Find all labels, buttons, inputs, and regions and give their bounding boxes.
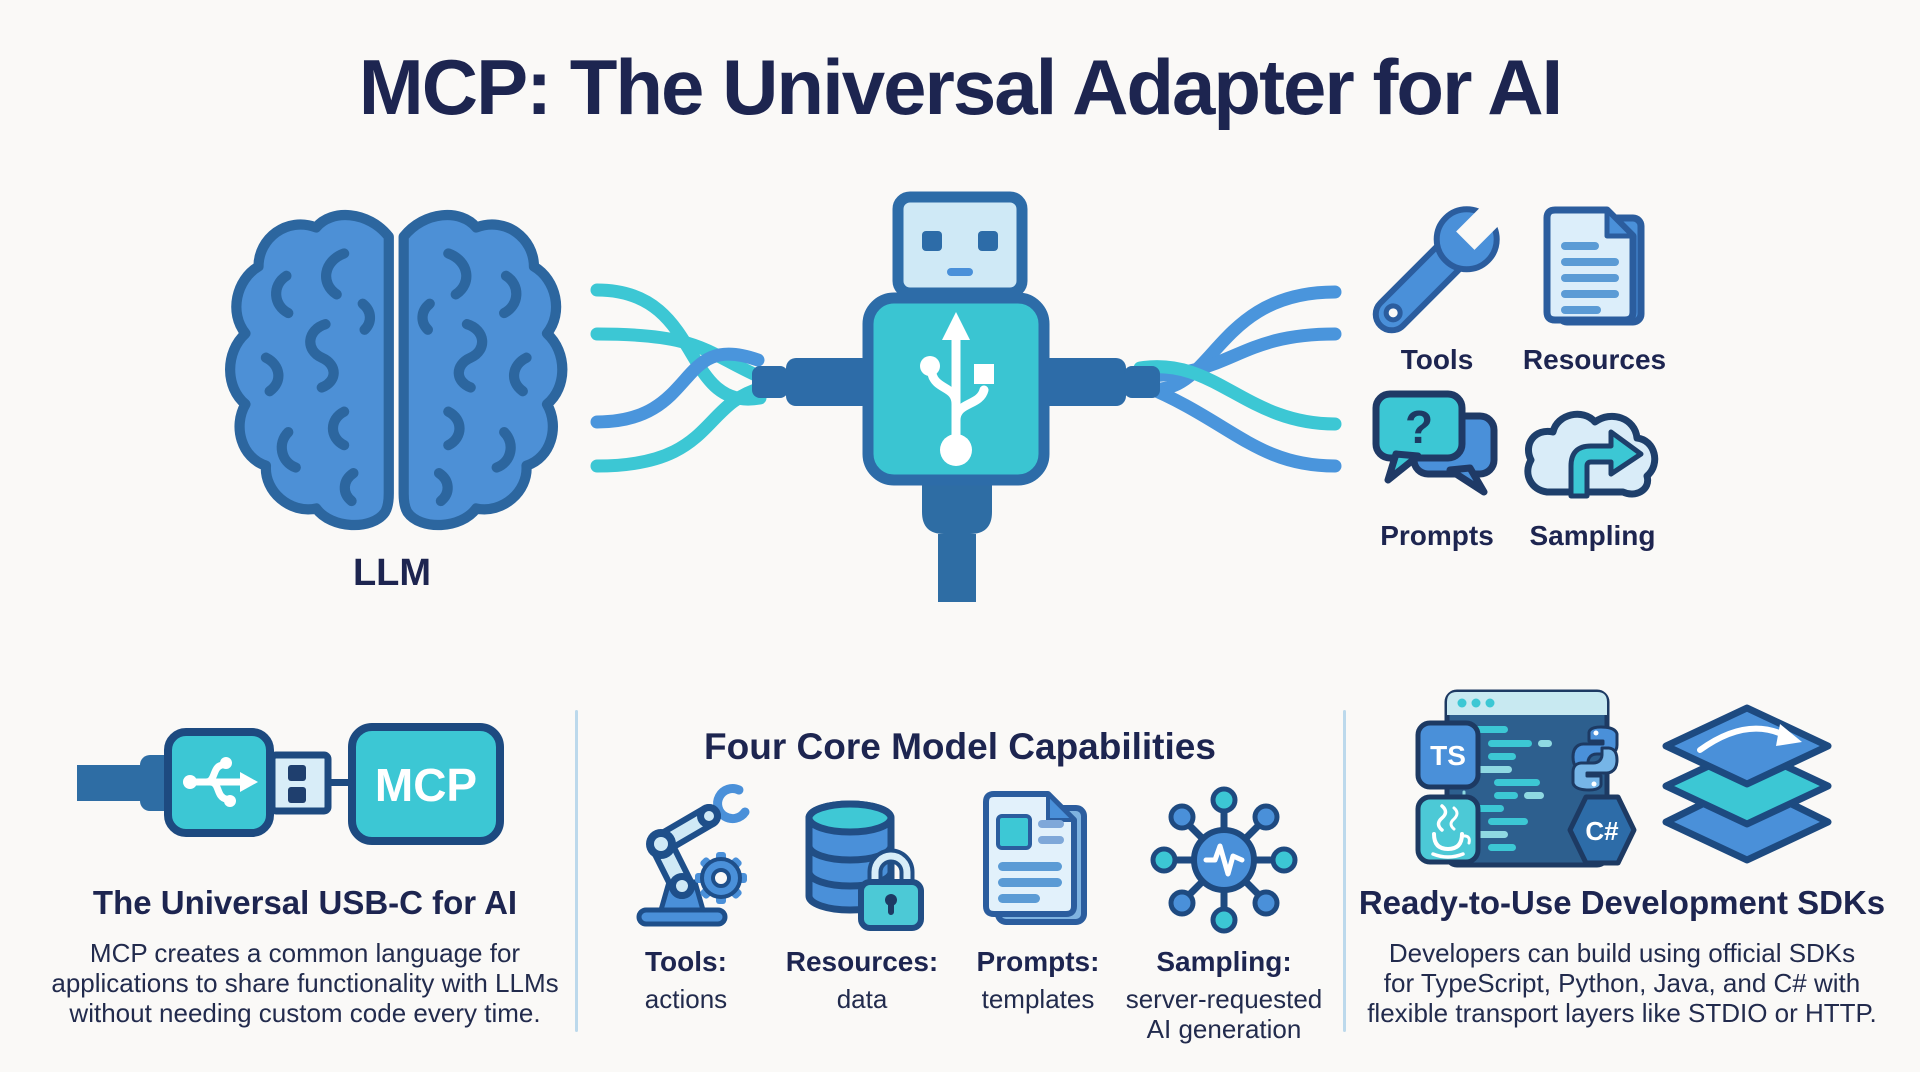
bottom-middle-heading: Four Core Model Capabilities <box>704 726 1216 767</box>
brain-icon <box>225 210 568 531</box>
divider-left <box>575 710 578 1032</box>
paragraph-line: MCP creates a common language for <box>89 938 521 968</box>
cloud-arrow-icon <box>1523 410 1658 499</box>
csharp-badge-label: C# <box>1585 816 1619 846</box>
capability-label: Resources <box>1522 344 1667 375</box>
mcp-box <box>348 723 504 845</box>
bottom-left-heading: The Universal USB-C for AI <box>92 884 518 921</box>
documents-icon <box>1543 206 1644 326</box>
capability-term: Tools: <box>645 946 727 977</box>
wrench-icon <box>1372 200 1506 334</box>
gear-icon <box>695 852 747 904</box>
capability-label: Sampling <box>1529 520 1656 551</box>
capability-item-tools: Tools: actions <box>601 784 771 1014</box>
typescript-badge-label: TS <box>1430 740 1466 771</box>
paragraph-line: for TypeScript, Python, Java, and C# wit… <box>1383 968 1861 998</box>
database-lock-icon <box>805 800 924 931</box>
mouth <box>947 268 973 276</box>
bottom-right-paragraph: Developers can build using official SDKs… <box>1352 938 1892 1028</box>
usb-a-head <box>892 191 1028 299</box>
bottom-right-heading: Ready-to-Use Development SDKs <box>1358 884 1886 921</box>
code-editor-icon: TS C# <box>1415 689 1637 868</box>
capability-item-resources: Resources: data <box>777 786 947 1014</box>
capability-label: Tools <box>1400 344 1474 375</box>
divider-right <box>1343 710 1346 1032</box>
braided-wires-left <box>590 283 769 473</box>
csharp-badge: C# <box>1567 794 1637 866</box>
network-pulse-icon <box>1150 786 1298 934</box>
chat-bubbles-icon: ? <box>1372 390 1498 496</box>
page-title: MCP: The Universal Adapter for AI <box>358 43 1563 131</box>
capability-desc: actions <box>644 984 728 1014</box>
capability-item-sampling: Sampling: server-requested AI generation <box>1124 786 1324 1044</box>
document-template-icon <box>983 791 1087 925</box>
usb-plug-mcp-icon: MCP <box>77 723 504 845</box>
layers-icon <box>1662 704 1832 864</box>
capability-term: Resources: <box>785 946 939 977</box>
paragraph-line: applications to share functionality with… <box>51 968 559 998</box>
capability-term: Prompts: <box>976 946 1100 977</box>
usb-trident-icon <box>188 761 246 803</box>
eye-left <box>922 231 942 251</box>
capability-desc: templates <box>981 984 1095 1014</box>
capability-prompts: ? Prompts <box>1362 386 1512 552</box>
paragraph-line: without needing custom code every time. <box>69 998 541 1028</box>
robot-arm-icon <box>636 784 750 927</box>
capability-tools: Tools <box>1372 200 1506 376</box>
capability-desc: server-requested AI generation <box>1125 984 1323 1044</box>
typescript-badge <box>1415 720 1481 790</box>
usb-trident-icon <box>927 331 989 445</box>
capability-desc: data <box>836 984 888 1014</box>
mcp-box-label: MCP <box>375 759 477 811</box>
paragraph-line: flexible transport layers like STDIO or … <box>1367 998 1877 1028</box>
java-badge <box>1415 794 1481 865</box>
usb-adapter-robot-icon <box>590 191 1342 602</box>
paragraph-line: Developers can build using official SDKs <box>1388 938 1856 968</box>
python-logo <box>1571 725 1619 792</box>
question-mark-glyph: ? <box>1405 401 1433 453</box>
padlock-icon <box>858 848 924 931</box>
bottom-left-paragraph: MCP creates a common language for applic… <box>30 938 580 1028</box>
capability-resources: Resources <box>1522 200 1667 376</box>
capability-sampling: Sampling <box>1505 386 1680 552</box>
capability-label: Prompts <box>1380 520 1494 551</box>
eye-right <box>978 231 998 251</box>
capability-item-prompts: Prompts: templates <box>953 786 1123 1014</box>
capability-term: Sampling: <box>1156 946 1292 977</box>
braided-wires-right <box>1133 285 1342 473</box>
llm-label: LLM <box>352 552 432 594</box>
